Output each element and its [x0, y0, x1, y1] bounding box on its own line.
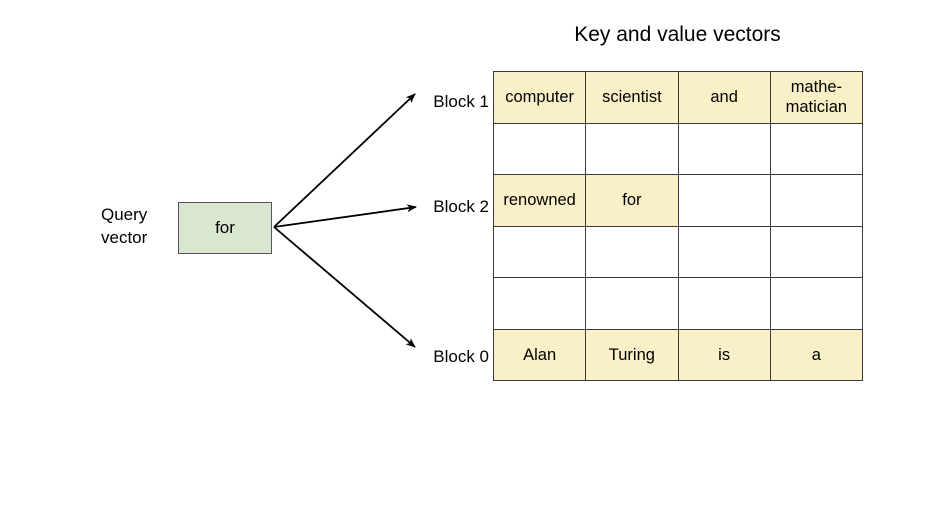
table-cell-r5-c0: Alan [492, 328, 587, 381]
table-cell-r2-c0: renowned [492, 174, 587, 227]
table-cell-r4-c0 [492, 277, 587, 330]
arrow-to-block-1 [273, 93, 416, 228]
cell-text: renowned [503, 191, 576, 210]
query-vector-box[interactable]: for [178, 202, 272, 254]
table-cell-r4-c3 [769, 277, 864, 330]
table-cell-r2-c3 [769, 174, 864, 227]
block-label-block-0: Block 0 [433, 347, 489, 366]
cell-text: is [718, 345, 731, 364]
query-vector-label: Query vector [101, 203, 175, 249]
table-cell-r3-c2 [677, 225, 771, 278]
cell-text: a [811, 345, 821, 364]
query-vector-label-line2: vector [101, 228, 148, 247]
cell-text: matician [785, 98, 848, 117]
cell-text: Alan [523, 345, 557, 364]
table-cell-r3-c0 [492, 225, 587, 278]
table-row [492, 122, 864, 175]
block-label-block-1: Block 1 [433, 92, 489, 111]
table-cell-r0-c2: and [677, 71, 771, 124]
query-vector-token: for [215, 218, 235, 237]
cell-text: Turing [608, 345, 655, 364]
table-cell-r1-c3 [769, 122, 864, 175]
cell-text: mathe- [790, 78, 843, 97]
table-cell-r4-c2 [677, 277, 771, 330]
query-vector-label-line1: Query [101, 205, 148, 224]
table-cell-r0-c0: computer [492, 71, 587, 124]
table-cell-r5-c1: Turing [585, 328, 679, 381]
table-cell-r5-c3: a [769, 328, 864, 381]
table-row: renowned for [492, 174, 864, 227]
cell-text: for [622, 191, 642, 210]
table-row: computer scientist and mathe-matician [492, 71, 864, 124]
cell-text: scientist [602, 88, 662, 107]
table-cell-r1-c0 [492, 122, 587, 175]
table-cell-r2-c2 [677, 174, 771, 227]
cell-text: computer [505, 88, 575, 107]
table-cell-r5-c2: is [677, 328, 771, 381]
table-cell-r1-c2 [677, 122, 771, 175]
page-title: Key and value vectors [574, 23, 781, 46]
arrow-to-block-0 [273, 226, 416, 348]
table-cell-r4-c1 [585, 277, 679, 330]
table-row: Alan Turing is a [492, 328, 864, 381]
arrow-to-block-2 [273, 204, 417, 228]
table-row [492, 277, 864, 330]
cell-text: and [710, 88, 738, 107]
block-label-block-2: Block 2 [433, 197, 489, 216]
table-cell-r1-c1 [585, 122, 679, 175]
table-cell-r0-c1: scientist [585, 71, 679, 124]
table-row [492, 225, 864, 278]
key-value-vectors-table: computer scientist and mathe-matician renown… [492, 71, 864, 381]
table-cell-r2-c1: for [585, 174, 679, 227]
table-cell-r3-c3 [769, 225, 864, 278]
table-cell-r3-c1 [585, 225, 679, 278]
table-cell-r0-c3: mathe-matician [769, 71, 864, 124]
